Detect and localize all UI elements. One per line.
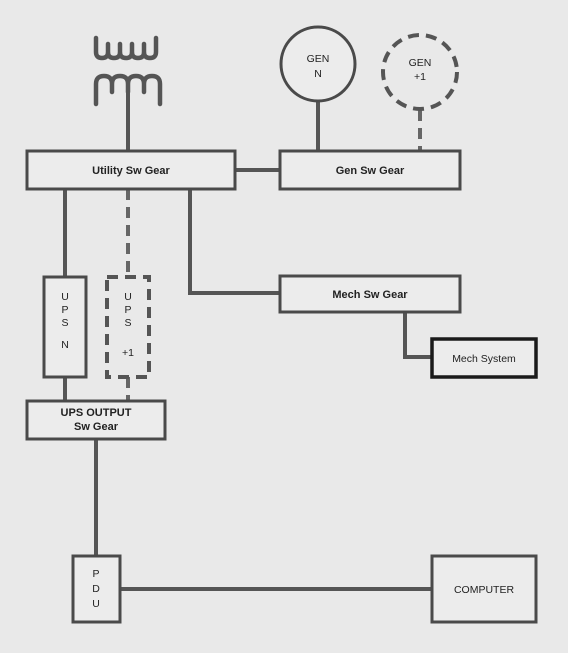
transformer-icon	[93, 35, 163, 107]
ups-n-letter-n: N	[61, 339, 69, 351]
gen-plus1-label-2: +1	[414, 71, 426, 83]
computer-label: COMPUTER	[454, 584, 515, 596]
ups-plus1-letter-s: S	[124, 317, 131, 329]
ups-n-letter-p: P	[61, 304, 68, 316]
ups-output-label-1: UPS OUTPUT	[61, 407, 132, 419]
pdu-letter-d: D	[92, 583, 100, 595]
gen-n-label-1: GEN	[307, 53, 330, 65]
ups-n-letter-u: U	[61, 291, 69, 303]
ups-plus1-letter-p: P	[124, 304, 131, 316]
connections	[63, 92, 432, 591]
utility-sw-gear-label: Utility Sw Gear	[92, 165, 170, 177]
computer-node: COMPUTER	[430, 554, 538, 624]
gen-plus1-node: GEN +1	[381, 33, 459, 111]
gen-n-label-2: N	[314, 68, 322, 80]
gen-sw-gear-node: Gen Sw Gear	[278, 149, 462, 191]
mech-system-label: Mech System	[452, 353, 516, 365]
ups-plus1-letter-u: U	[124, 291, 132, 303]
gen-sw-gear-label: Gen Sw Gear	[336, 165, 405, 177]
pdu-letter-p: P	[92, 568, 99, 580]
utility-sw-gear-node: Utility Sw Gear	[25, 149, 237, 191]
ups-plus1-node: U P S +1	[105, 275, 151, 379]
wire-utility-mech	[188, 189, 280, 295]
ups-output-label-2: Sw Gear	[74, 421, 119, 433]
wire-mech-system	[403, 312, 432, 359]
ups-n-letter-s: S	[61, 317, 68, 329]
pdu-node: P D U	[71, 554, 122, 624]
mech-sw-gear-label: Mech Sw Gear	[332, 289, 408, 301]
gen-n-node: GEN N	[279, 25, 357, 103]
ups-output-sw-gear-node: UPS OUTPUT Sw Gear	[25, 399, 167, 441]
pdu-letter-u: U	[92, 598, 100, 610]
ups-n-node: U P S N	[42, 275, 88, 379]
mech-system-node: Mech System	[430, 337, 538, 379]
ups-plus1-label-plus1: +1	[122, 347, 134, 359]
gen-plus1-label-1: GEN	[409, 57, 432, 69]
mech-sw-gear-node: Mech Sw Gear	[278, 274, 462, 314]
